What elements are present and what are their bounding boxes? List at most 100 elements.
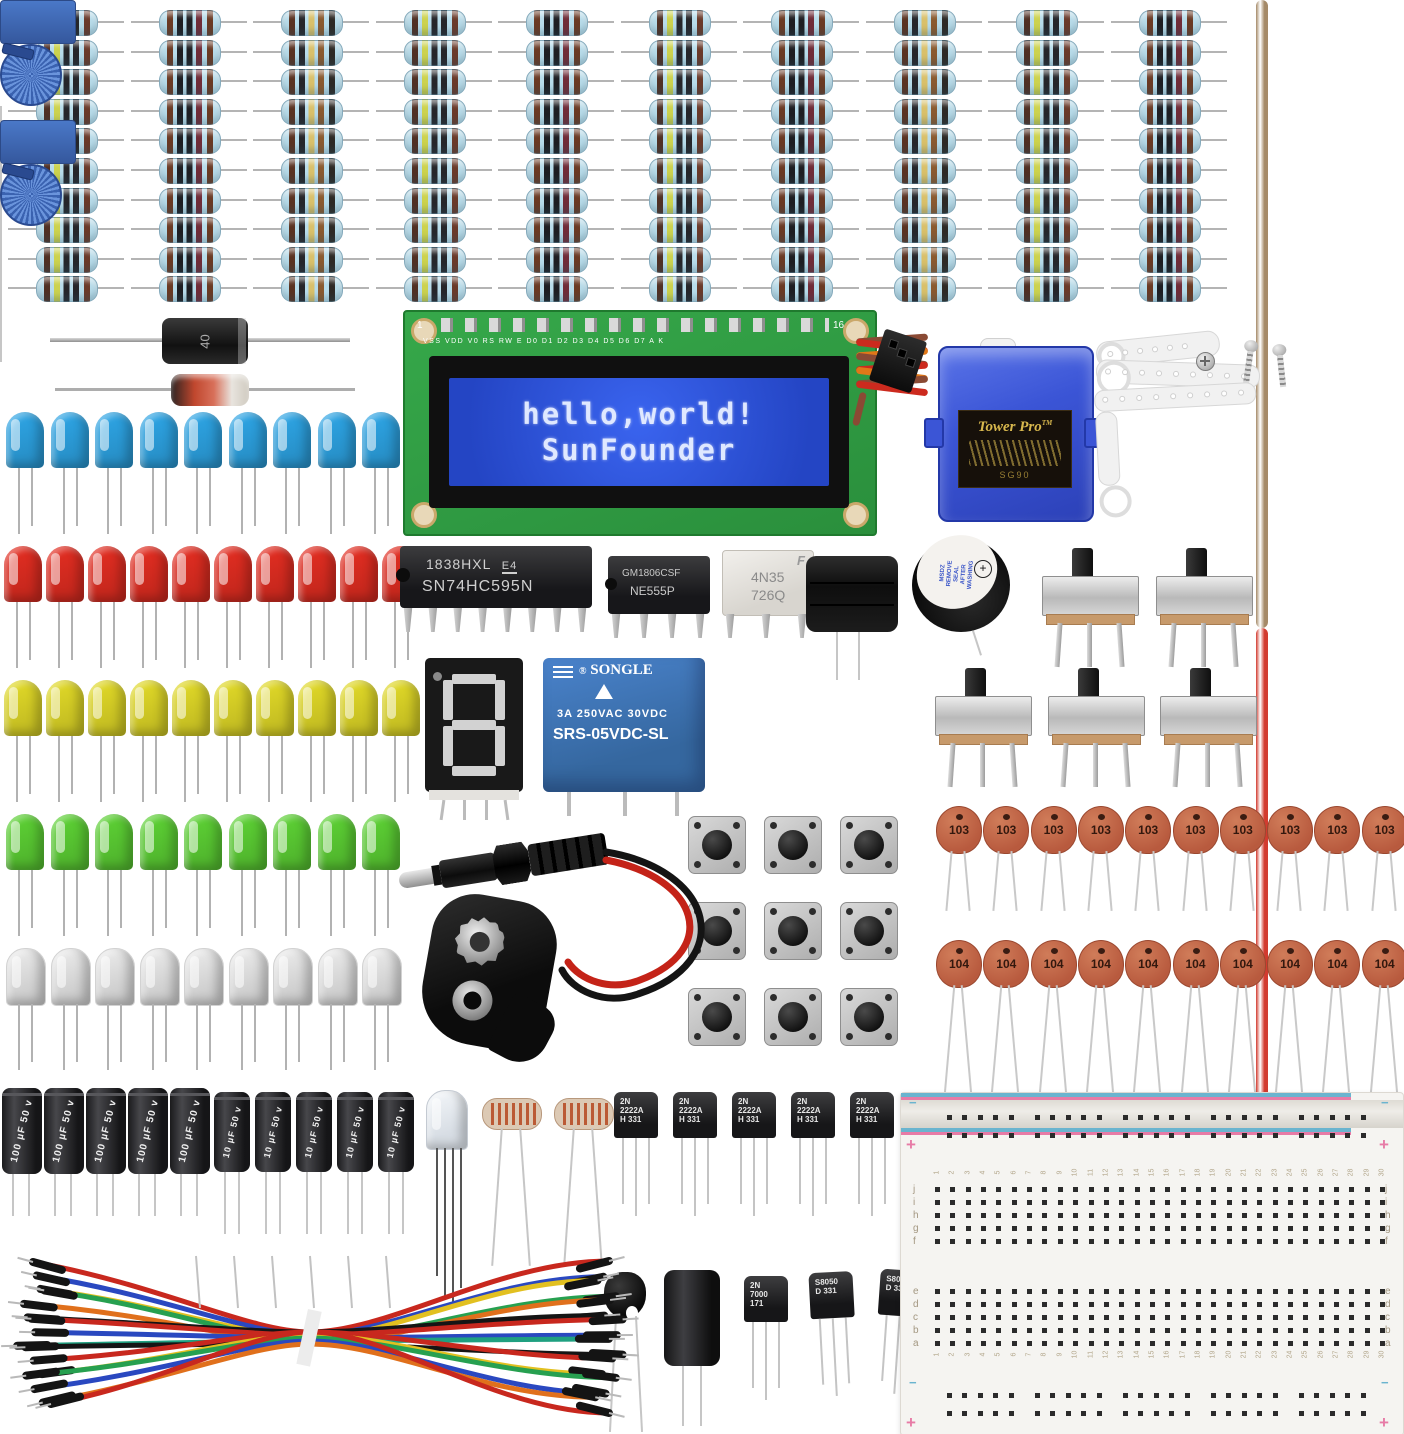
breadboard-hole [1380,1200,1386,1205]
resistor-body [158,187,221,214]
led-leg [142,602,144,668]
led-green [273,814,313,940]
breadboard-hole [1272,1200,1278,1205]
button-corner-pin [846,1033,853,1040]
led-yellow [382,680,422,806]
led-leg [18,870,20,936]
column-number: 3 [964,1352,972,1357]
switch-pin [1205,743,1210,787]
breadboard-hole [1165,1289,1171,1294]
resistor [620,10,737,36]
led-red [4,546,44,672]
breadboard-hole [1149,1187,1155,1192]
resistor [130,187,247,214]
breadboard-hole [996,1328,1002,1333]
resistor-body [1016,158,1078,184]
led-leg [151,1004,154,1070]
lcd1602-module: 1 16 VSS VDD V0 RS RW E D0 D1 D2 D3 D4 D… [403,310,877,536]
led-bulb [6,412,44,468]
led-leg [268,602,270,668]
column-number: 17 [1179,1168,1187,1177]
column-number: 13 [1117,1350,1125,1359]
mount-hole [411,502,437,528]
resistor-body [1016,217,1078,244]
wire-tip-connector [578,1352,617,1363]
led-leg [394,736,396,802]
breadboard-hole [1073,1187,1079,1192]
breadboard-hole [977,1115,983,1120]
breadboard-hole [1195,1302,1201,1307]
breadboard-hole [935,1226,940,1231]
breadboard-hole [1349,1187,1355,1192]
resistor-body [158,128,221,155]
led-green [228,814,269,940]
ceramic-cap-body: 104 [1077,940,1124,988]
breadboard-hole [1165,1213,1171,1218]
resistor [498,128,614,155]
breadboard-hole [1042,1187,1048,1192]
breadboard-hole [1065,1115,1071,1120]
tactile-button [764,902,822,960]
resistor-body [526,246,588,273]
breadboard-hole [1103,1200,1109,1205]
resistor-body [1138,276,1201,303]
breadboard-hole [1257,1200,1263,1205]
resistor [988,69,1104,96]
breadboard-hole [1011,1315,1017,1320]
button-corner-pin [809,908,816,915]
resistor-body [1138,128,1201,155]
lcd-pin1-label: 1 [417,320,423,331]
wire-tip-connector [32,1271,70,1287]
resistor [620,246,737,273]
breadboard-hole [1180,1213,1186,1218]
breadboard-hole [1272,1289,1278,1294]
breadboard-hole [1165,1226,1171,1231]
resistor-body [158,276,221,303]
column-number: 6 [1010,1170,1018,1175]
resistor [988,10,1104,36]
button-cap [778,1002,808,1032]
led-bulb [6,948,46,1006]
resistor-body [158,10,221,36]
led-leg [31,870,33,928]
breadboard-hole [1008,1115,1014,1120]
ceramic-cap-103: 103 [1125,806,1172,911]
wire-pin [17,1359,34,1363]
led-leg [120,468,122,526]
trimpot-base [0,0,76,44]
servo-label: Tower ProTM SG90 [958,410,1072,488]
rail-plus: + [906,1413,916,1432]
breadboard-hole [1119,1289,1125,1294]
breadboard-hole [1195,1226,1201,1231]
breadboard-hole [1134,1200,1140,1205]
led-leg [253,870,256,928]
breadboard-hole [1345,1115,1351,1120]
ceramic-cap-103: 103 [1030,806,1077,911]
ceramic-cap-104: 104 [1030,940,1077,1107]
breadboard-hole [1345,1133,1351,1138]
breadboard-hole [1138,1411,1144,1416]
transistor-leg [871,1138,873,1216]
breadboard-hole [1272,1213,1278,1218]
led-red [340,546,380,672]
ceramic-cap-body: 104 [1125,940,1172,988]
ic-pin [611,614,621,638]
led-leg [342,1004,345,1062]
led-white [184,948,224,1074]
led-bulb [382,680,420,736]
breadboard-hole [1149,1341,1155,1346]
breadboard-hole [977,1393,983,1398]
breadboard-hole [1272,1315,1278,1320]
breadboard-hole [1134,1226,1140,1231]
led-leg [310,736,312,802]
breadboard-hole [1057,1213,1063,1218]
led-leg [113,736,115,794]
led-yellow [4,680,44,806]
ceramic-cap-103: 103 [1314,806,1361,911]
breadboard-hole [1364,1200,1370,1205]
button-cap [854,1002,884,1032]
led-bulb [362,814,400,870]
led-bulb [340,680,378,736]
breadboard-hole [1349,1315,1355,1320]
